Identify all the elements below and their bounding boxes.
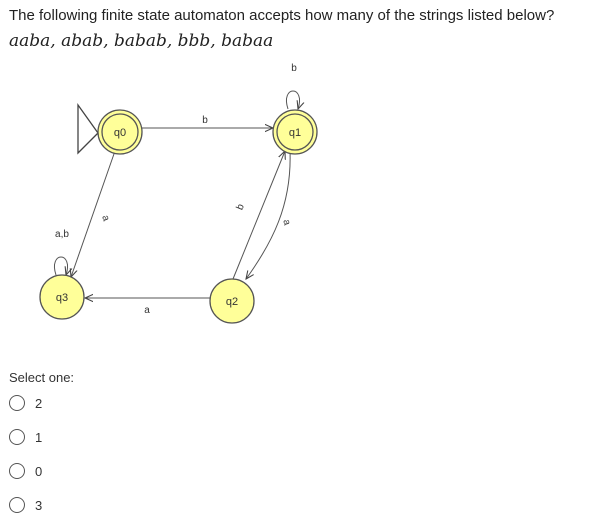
edge-label-q1-q2: a <box>280 218 292 227</box>
radio-button[interactable] <box>9 395 25 411</box>
state-label-q0: q0 <box>114 127 126 139</box>
option-3[interactable]: 3 <box>9 497 42 513</box>
option-label[interactable]: 3 <box>35 497 43 513</box>
option-label[interactable]: 2 <box>35 395 43 411</box>
state-label-q3: q3 <box>56 292 68 304</box>
edge-q2-q1 <box>232 151 285 280</box>
edge-label-q3-q3: a,b <box>55 229 69 240</box>
edge-label-q2-q1: b <box>235 202 247 212</box>
select-one-label: Select one: <box>9 370 75 385</box>
edge-q1-q1 <box>286 90 299 109</box>
edge-label-q0-q3: a <box>99 214 111 223</box>
automaton-diagram: b b a a,b b a a q0 q1 q2 q3 <box>39 63 318 324</box>
edge-label-q0-q1: b <box>202 115 208 126</box>
option-label[interactable]: 0 <box>35 463 43 479</box>
question-text: The following finite state automaton acc… <box>9 7 555 24</box>
edge-label-q2-q3: a <box>144 305 150 316</box>
option-2[interactable]: 2 <box>9 395 42 411</box>
radio-button[interactable] <box>9 463 25 479</box>
radio-button[interactable] <box>9 497 25 513</box>
radio-button[interactable] <box>9 429 25 445</box>
option-0[interactable]: 0 <box>9 463 42 479</box>
state-q0: q0 <box>97 109 143 155</box>
state-q1: q1 <box>272 109 318 155</box>
edge-q0-q3 <box>71 150 116 277</box>
question-strings: aaba, abab, babab, bbb, babaa <box>9 31 274 51</box>
edge-label-q1-q1: b <box>291 63 297 74</box>
edge-q3-q3 <box>54 256 67 275</box>
state-label-q1: q1 <box>289 127 301 139</box>
edge-q1-q2 <box>246 150 291 279</box>
option-label[interactable]: 1 <box>35 429 43 445</box>
state-label-q2: q2 <box>226 296 238 308</box>
state-q2: q2 <box>209 278 255 324</box>
start-triangle <box>77 102 99 155</box>
option-1[interactable]: 1 <box>9 429 42 445</box>
state-q3: q3 <box>39 274 85 320</box>
